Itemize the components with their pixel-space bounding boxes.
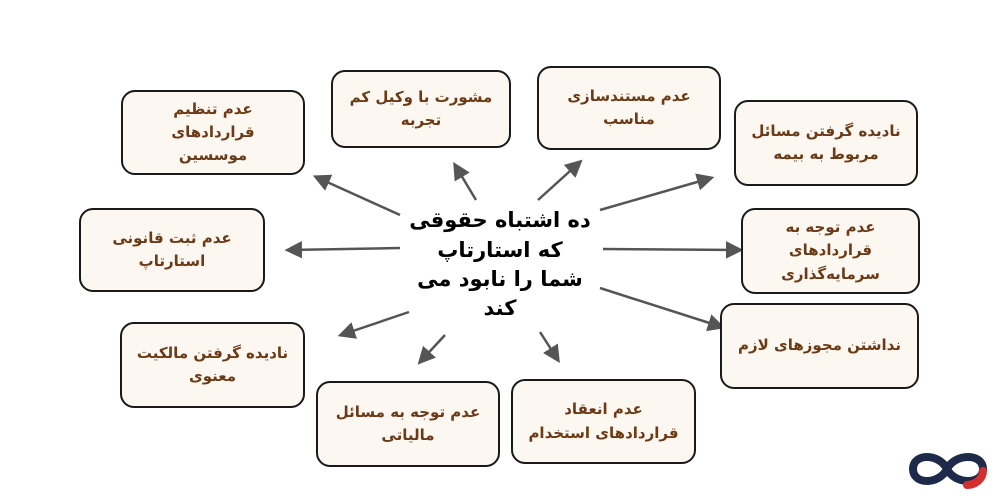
- central-topic: ده اشتباه حقوقی که استارتاپ شما را نابود…: [395, 200, 605, 330]
- arrow-to-company-registration: [284, 241, 401, 259]
- node-documentation: عدم مستندسازی مناسب: [537, 66, 721, 150]
- arrow-to-documentation: [537, 159, 583, 201]
- node-employment-contracts-label: عدم انعقاد قراردادهای استخدام: [528, 400, 679, 442]
- node-licenses: نداشتن مجوزهای لازم: [720, 303, 919, 389]
- arrow-to-investment-contracts: [602, 241, 744, 259]
- node-documentation-label: عدم مستندسازی مناسب: [567, 86, 691, 128]
- node-intellectual-property-label: نادیده گرفتن مالکیت معنوی: [136, 343, 289, 385]
- node-employment-contracts: عدم انعقاد قراردادهای استخدام: [511, 379, 696, 464]
- node-insurance: نادیده گرفتن مسائل مربوط به بیمه: [734, 100, 918, 186]
- node-company-registration-label: عدم ثبت قانونی استارتاپ: [112, 228, 232, 270]
- node-investment-contracts-label: عدم توجه به قراردادهای سرمایه‌گذاری: [781, 218, 880, 283]
- node-tax-issues: عدم توجه به مسائل مالیاتی: [316, 381, 500, 467]
- arrow-to-employment-contracts: [538, 331, 560, 363]
- node-company-registration: عدم ثبت قانونی استارتاپ: [79, 208, 265, 292]
- central-topic-title: ده اشتباه حقوقی که استارتاپ شما را نابود…: [409, 208, 591, 321]
- node-insurance-label: نادیده گرفتن مسائل مربوط به بیمه: [751, 121, 901, 163]
- arrow-to-experienced-lawyer: [453, 161, 478, 201]
- node-intellectual-property: نادیده گرفتن مالکیت معنوی: [120, 322, 305, 408]
- infinity-logo-icon: [905, 445, 991, 497]
- node-experienced-lawyer-label: مشورت با وکیل کم تجربه: [349, 87, 493, 129]
- arrow-to-insurance: [599, 173, 715, 212]
- node-tax-issues-label: عدم توجه به مسائل مالیاتی: [335, 402, 481, 444]
- arrow-to-tax-issues: [417, 334, 446, 365]
- node-investment-contracts: عدم توجه به قراردادهای سرمایه‌گذاری: [741, 208, 920, 294]
- node-investor-contracts: عدم تنظیم قراردادهای موسسین: [121, 90, 305, 175]
- arrow-to-intellectual-property: [337, 310, 410, 339]
- arrow-to-investor-contracts: [312, 174, 401, 217]
- node-investor-contracts-label: عدم تنظیم قراردادهای موسسین: [171, 99, 255, 165]
- node-licenses-label: نداشتن مجوزهای لازم: [738, 336, 901, 355]
- arrow-to-licenses: [599, 286, 726, 332]
- node-experienced-lawyer: مشورت با وکیل کم تجربه: [331, 70, 511, 148]
